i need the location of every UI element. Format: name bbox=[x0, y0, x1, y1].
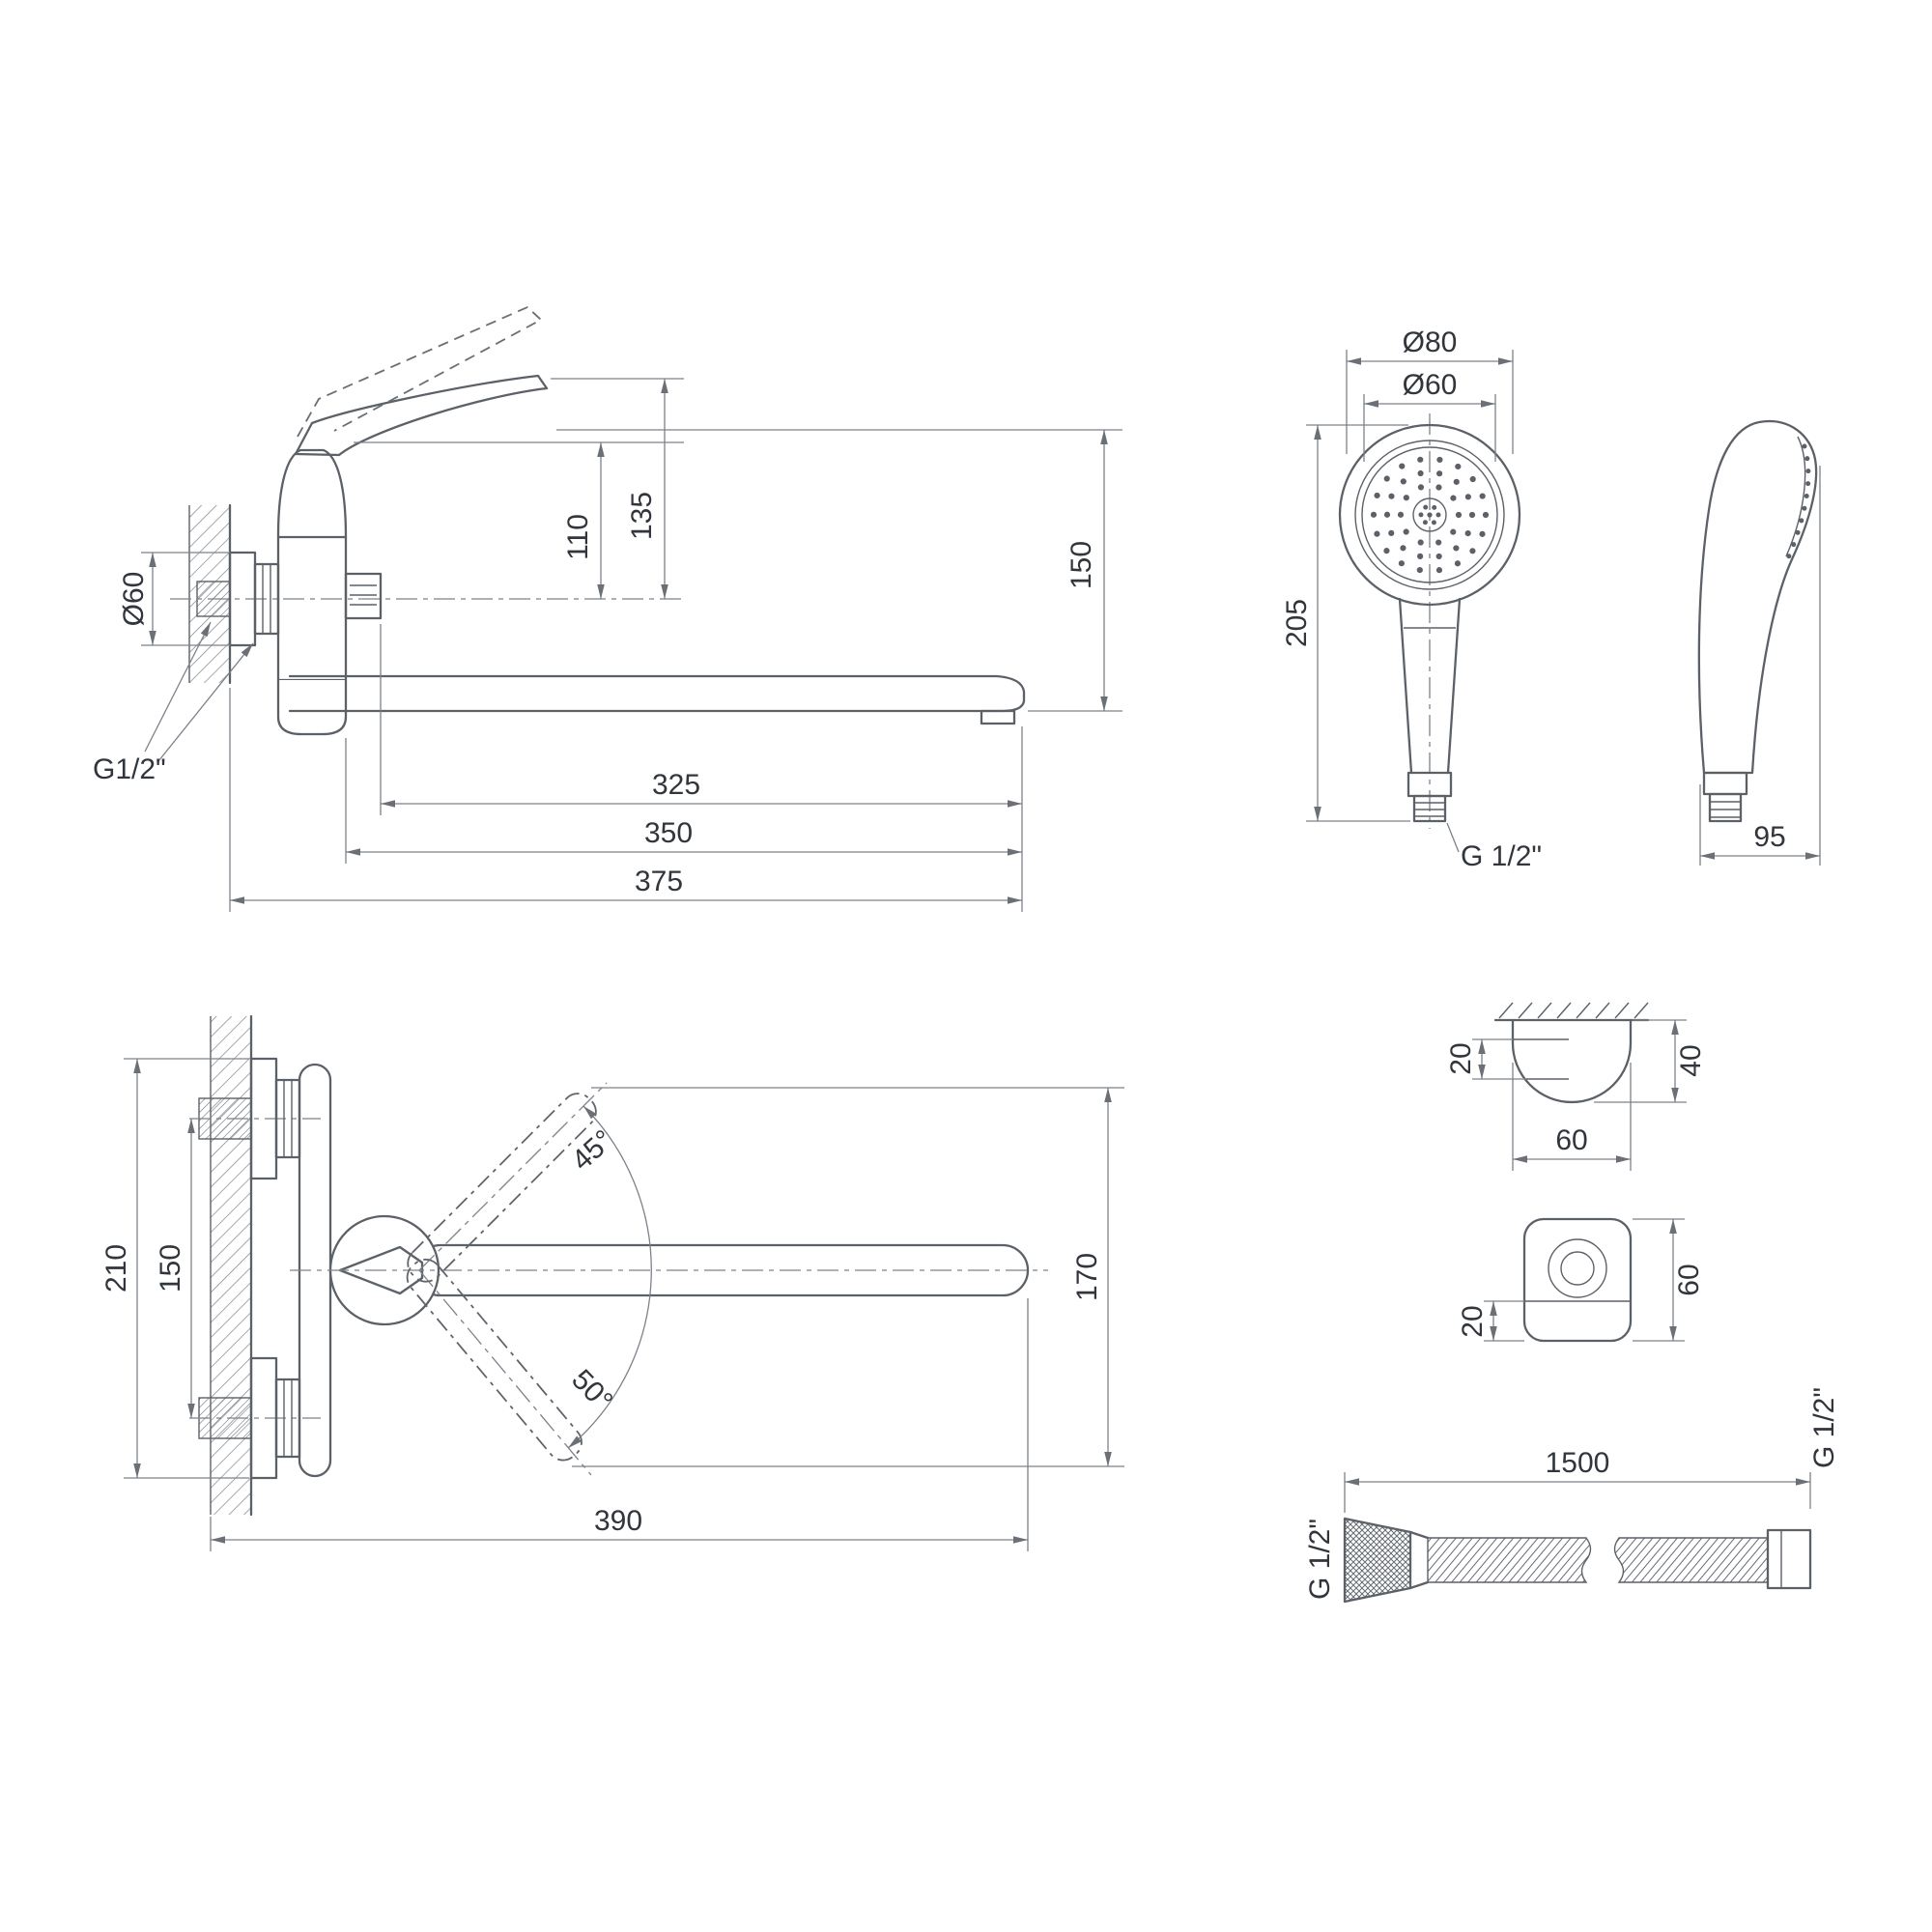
bracket-cup bbox=[1548, 1238, 1607, 1298]
dim-150-top-label: 150 bbox=[155, 1244, 186, 1293]
angle-50-label: 50° bbox=[565, 1364, 618, 1418]
hose-dim-1500-label: 1500 bbox=[1546, 1447, 1610, 1479]
thread-connector bbox=[1412, 794, 1447, 823]
spray-ring-middle bbox=[1383, 469, 1476, 561]
dim-dia80-label: Ø80 bbox=[1403, 327, 1458, 358]
shower-side-view: 95 bbox=[1697, 419, 1821, 866]
handle-lever bbox=[294, 374, 549, 457]
bracket-front-dim-60-label: 60 bbox=[1673, 1264, 1705, 1295]
shower-head-outer bbox=[1338, 423, 1521, 607]
aerator bbox=[980, 709, 1016, 725]
thread-g12-label: G1/2" bbox=[93, 753, 166, 785]
shower-front-view: Ø80 Ø60 205 G 1/2" bbox=[1281, 327, 1542, 872]
hose-section-2 bbox=[1613, 1537, 1769, 1583]
bracket-front-view: 20 60 bbox=[1457, 1217, 1705, 1343]
body-bottom bbox=[276, 680, 348, 736]
bracket-dim-40-label: 40 bbox=[1675, 1044, 1707, 1076]
spray-ring-inner bbox=[1397, 482, 1463, 548]
handle-position-45 bbox=[407, 1093, 597, 1283]
dim-150-label: 150 bbox=[1065, 541, 1097, 589]
handle-swing-arc bbox=[567, 1105, 652, 1449]
diverter-knob bbox=[344, 572, 383, 620]
handle-position-50 bbox=[406, 1258, 582, 1462]
dim-95-label: 95 bbox=[1753, 821, 1785, 853]
dim-dia60-shower-label: Ø60 bbox=[1403, 369, 1458, 401]
bracket-side-view: 20 40 60 bbox=[1445, 1002, 1707, 1171]
hose-view: 1500 G 1/2" G 1/2" bbox=[1304, 1387, 1840, 1604]
dim-135-label: 135 bbox=[626, 492, 658, 540]
bracket-dim-60-label: 60 bbox=[1555, 1124, 1587, 1156]
dim-325-label: 325 bbox=[652, 769, 700, 801]
dim-110-label: 110 bbox=[562, 514, 594, 560]
dim-170-label: 170 bbox=[1071, 1253, 1103, 1301]
mixer-body bbox=[276, 535, 348, 682]
hose-cone-fitting bbox=[1343, 1517, 1412, 1604]
bracket-dim-20-label: 20 bbox=[1445, 1042, 1477, 1074]
faucet-side-view: Ø60 G1/2" 110 135 150 325 350 375 bbox=[93, 305, 1122, 912]
faucet-top-view: 45° 50° 210 150 170 390 bbox=[100, 1014, 1124, 1551]
dim-210-label: 210 bbox=[100, 1244, 132, 1293]
shower-side-outline bbox=[1697, 419, 1818, 775]
handle-raised-position bbox=[297, 305, 543, 438]
dim-375-label: 375 bbox=[635, 866, 683, 897]
hose-g12-right-label: G 1/2" bbox=[1808, 1387, 1840, 1468]
spray-hub bbox=[1412, 497, 1447, 532]
hose-g12-left-label: G 1/2" bbox=[1304, 1519, 1336, 1600]
bracket-side-outline bbox=[1511, 1018, 1633, 1104]
spout bbox=[288, 674, 1026, 713]
dim-350-label: 350 bbox=[644, 817, 693, 849]
dim-390-label: 390 bbox=[594, 1505, 642, 1537]
hose-section-1 bbox=[1427, 1537, 1592, 1583]
bracket-front-dim-20-label: 20 bbox=[1457, 1305, 1489, 1337]
angle-45-label: 45° bbox=[566, 1123, 620, 1177]
shower-thread-g12-label: G 1/2" bbox=[1461, 840, 1542, 872]
spray-face-dots bbox=[1784, 443, 1811, 563]
thread-connector-side bbox=[1708, 792, 1743, 823]
bracket-front-outline bbox=[1522, 1217, 1633, 1343]
hose-end-fitting bbox=[1766, 1528, 1812, 1590]
spray-ring-outer bbox=[1370, 455, 1490, 575]
dim-dia60-label: Ø60 bbox=[118, 572, 150, 627]
cartridge-dome bbox=[276, 448, 348, 539]
dim-205-label: 205 bbox=[1281, 599, 1313, 647]
